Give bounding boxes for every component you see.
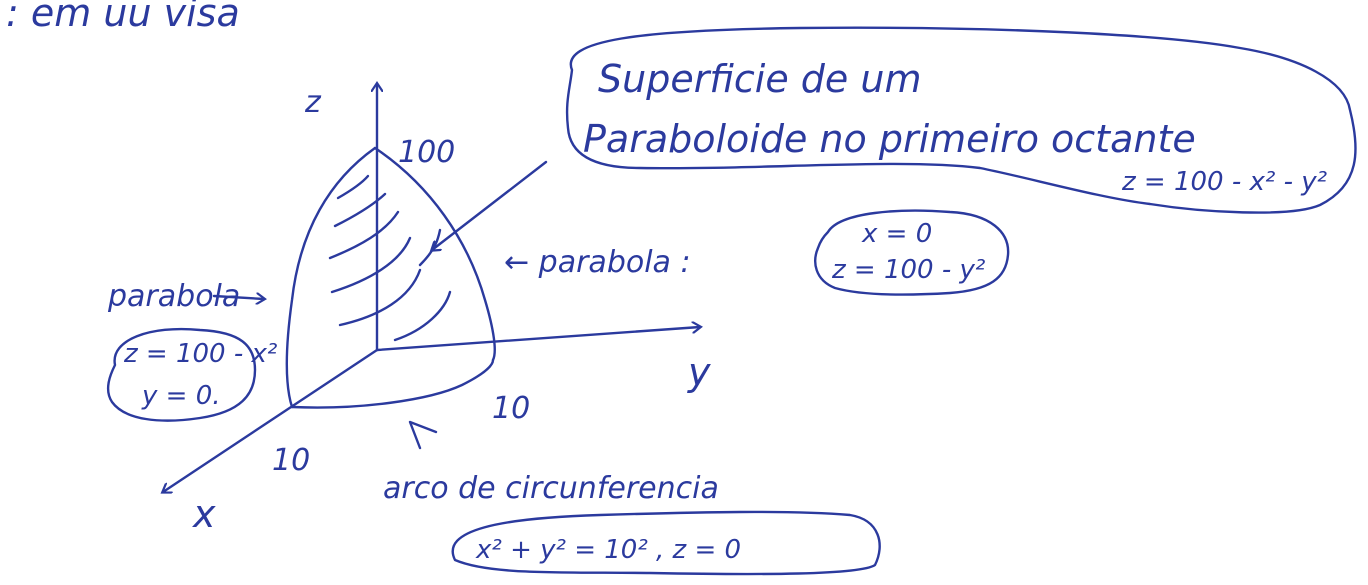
right-parabola-equation: z = 100 - y²	[831, 255, 985, 285]
base-arc-curve	[290, 358, 495, 409]
y-axis-label: y	[687, 350, 711, 394]
right-parabola-label: ← parabola :	[504, 245, 691, 280]
surface-pointer-arrow	[432, 160, 548, 250]
header-fragment: : em uu visa	[6, 0, 240, 35]
surface-hatch	[338, 268, 422, 327]
arc-note-bubble	[451, 510, 881, 576]
surface-hatch	[336, 174, 370, 200]
surface-note-bubble	[565, 26, 1357, 214]
arc-note-label: arco de circunferencia	[383, 471, 719, 506]
surface-note-line2: Paraboloide no primeiro octante	[583, 117, 1196, 161]
surface-hatch	[333, 192, 387, 228]
z-axis-label: z	[304, 85, 322, 120]
right-parabola-cond: x = 0	[861, 219, 932, 249]
x-axis	[163, 348, 379, 492]
surface-hatch	[328, 210, 400, 260]
x-axis-label: x	[192, 492, 216, 536]
surface-hatch	[393, 290, 452, 342]
surface-note-equation: z = 100 - x² - y²	[1121, 167, 1327, 197]
left-parabola-curve	[285, 146, 377, 409]
surface-note-line1: Superficie de um	[598, 57, 921, 101]
y-axis	[375, 327, 700, 352]
left-parabola-cond: y = 0.	[141, 381, 221, 411]
arc-note-equation: x² + y² = 10² , z = 0	[475, 535, 741, 565]
right-parabola-bubble	[814, 209, 1010, 296]
x-tick-label: 10	[272, 443, 310, 478]
z-tick-label: 100	[398, 135, 455, 170]
left-parabola-equation: z = 100 - x²	[123, 339, 277, 369]
surface-hatch	[330, 236, 412, 294]
left-parabola-bubble	[106, 327, 257, 422]
right-parabola-curve	[373, 146, 496, 362]
y-tick-label: 10	[492, 391, 530, 426]
arc-pointer-arrow	[408, 420, 438, 450]
left-parabola-pointer	[212, 296, 264, 299]
